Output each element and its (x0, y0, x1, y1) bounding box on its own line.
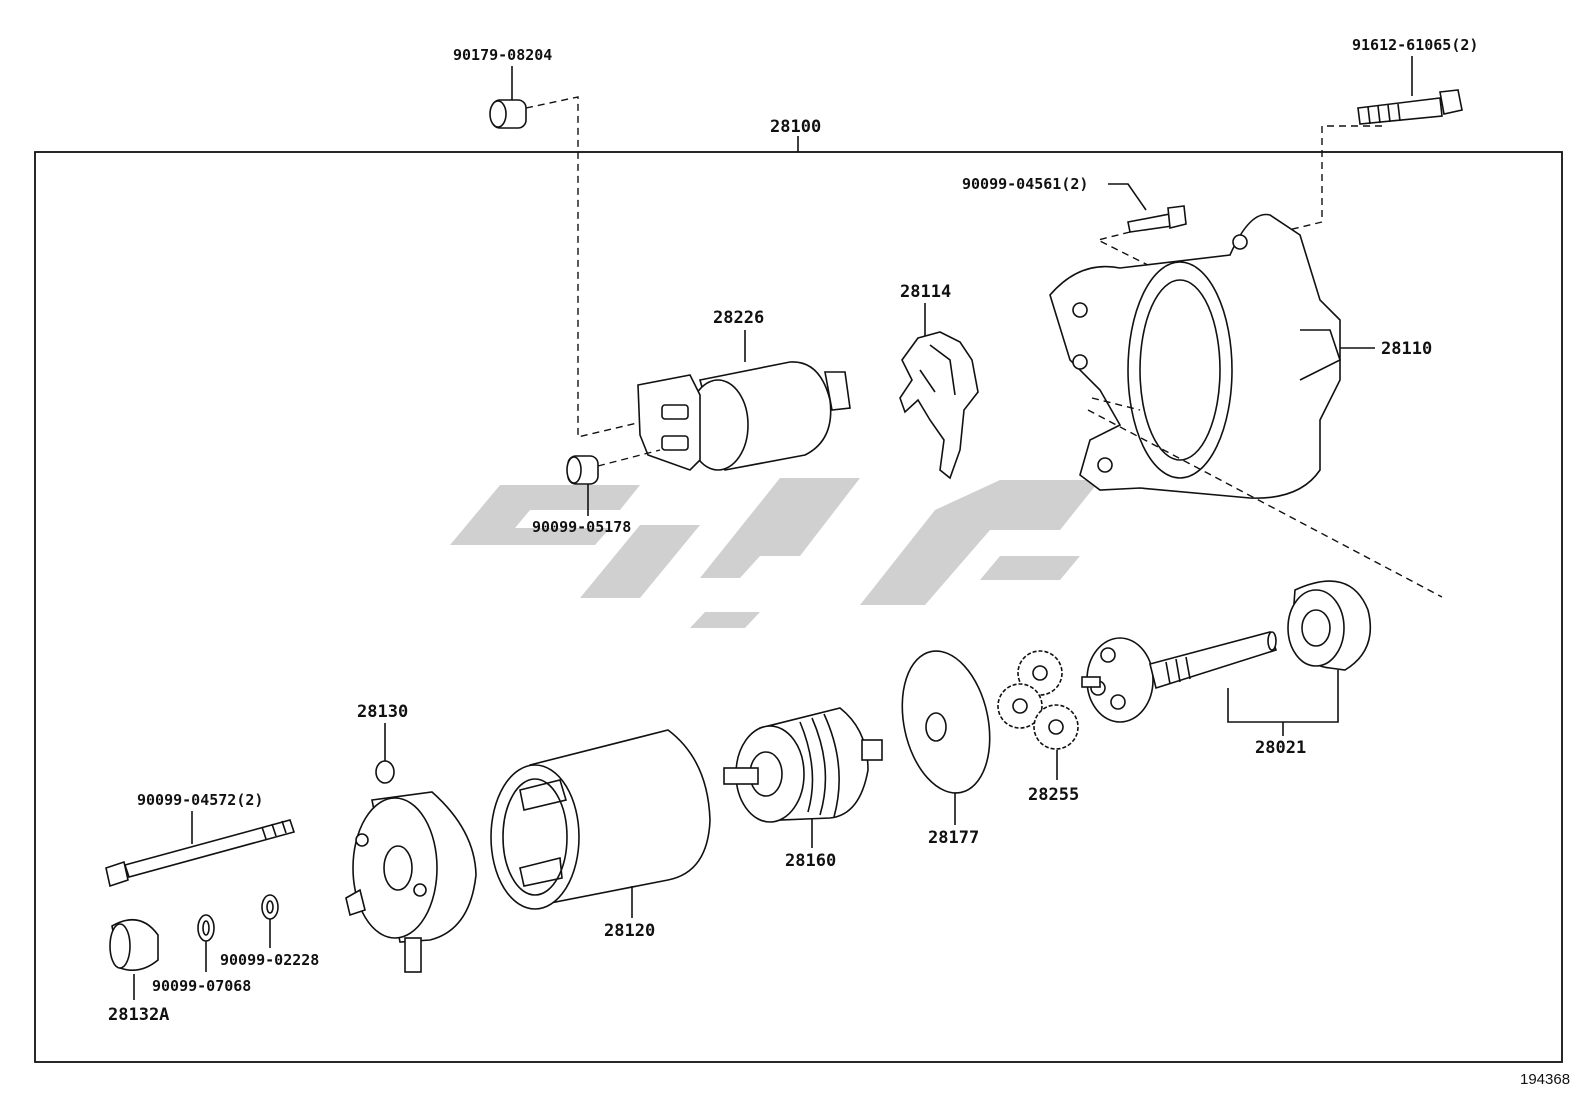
assembly-label: 28100 (770, 117, 821, 137)
part-90099-07068[interactable]: 90099-07068 (152, 914, 251, 995)
part-28132A-cap[interactable]: 28132A (108, 918, 169, 1025)
part-number-label: 28255 (1028, 785, 1079, 805)
part-number-label: 90099-04561(2) (962, 175, 1088, 193)
part-28110-housing[interactable]: 28110 (1049, 213, 1443, 598)
part-28160-armature[interactable]: 28160 (723, 707, 883, 871)
part-number-label: 28160 (785, 851, 836, 871)
part-91612-61065[interactable]: 91612-61065(2) (1279, 36, 1478, 233)
part-number-label: 90099-07068 (152, 977, 251, 995)
part-90099-05178[interactable]: 90099-05178 (532, 449, 661, 536)
part-28021-gear-shaft[interactable]: 28021 (1081, 580, 1372, 758)
part-number-label: 28021 (1255, 738, 1306, 758)
part-number-label: 28110 (1381, 339, 1432, 359)
part-number-label: 90099-02228 (220, 951, 319, 969)
part-number-label: 91612-61065(2) (1352, 36, 1478, 54)
part-number-label: 90099-05178 (532, 518, 631, 536)
part-number-label: 28226 (713, 308, 764, 328)
part-90099-04561[interactable]: 90099-04561(2) (962, 175, 1187, 281)
part-number-label: 28130 (357, 702, 408, 722)
part-number-label: 28177 (928, 828, 979, 848)
part-number-label: 90099-04572(2) (137, 791, 263, 809)
part-number-label: 28132A (108, 1005, 169, 1025)
part-28130-end-frame[interactable]: 28130 (345, 702, 477, 973)
part-28120-yoke[interactable]: 28120 (490, 729, 711, 941)
part-90099-04572[interactable]: 90099-04572(2) (105, 791, 296, 888)
figure-number: 194368 (1520, 1071, 1570, 1088)
part-90099-02228[interactable]: 90099-02228 (220, 894, 319, 969)
part-number-label: 90179-08204 (453, 46, 552, 64)
part-28226-solenoid[interactable]: 28226 (637, 308, 851, 471)
part-28255-planetary-gears[interactable]: 28255 (997, 650, 1079, 805)
part-number-label: 28120 (604, 921, 655, 941)
part-28114-lever[interactable]: 28114 (899, 282, 979, 480)
part-number-label: 28114 (900, 282, 951, 302)
part-90179-08204[interactable]: 90179-08204 (453, 46, 651, 438)
watermark-logo (450, 478, 1100, 628)
part-28177-washer[interactable]: 28177 (890, 643, 1002, 848)
